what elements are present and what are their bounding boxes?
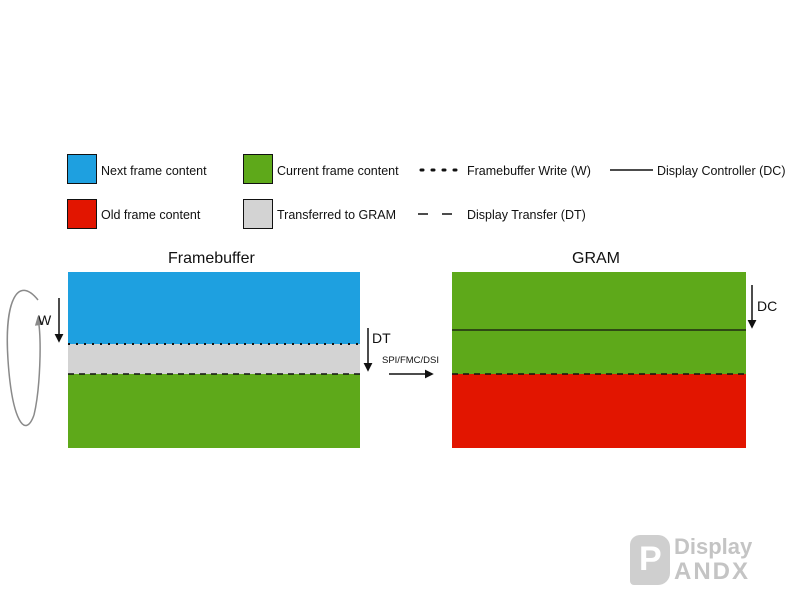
controller-label: DC	[757, 298, 778, 314]
legend-current-frame-swatch	[243, 154, 273, 184]
framebuffer-title: Framebuffer	[168, 250, 255, 267]
legend-display-transfer-label: Display Transfer (DT)	[467, 208, 586, 222]
watermark-text-top: Display	[674, 534, 753, 559]
framebuffer-current-frame-region	[68, 374, 360, 448]
legend-transferred-swatch	[243, 199, 273, 229]
legend-old-frame-label: Old frame content	[101, 208, 201, 222]
transfer-label: DT	[372, 330, 391, 346]
gram-current-frame-lower-region	[452, 330, 746, 374]
write-label: W	[38, 312, 52, 328]
watermark-text-bottom: ANDX	[674, 558, 751, 585]
legend-next-frame-label: Next frame content	[101, 164, 207, 178]
legend-current-frame-label: Current frame content	[277, 164, 399, 178]
gram-current-frame-upper-region	[452, 272, 746, 330]
watermark-logo-icon: P	[630, 535, 670, 585]
watermark-logo: P Display ANDX	[630, 535, 790, 587]
gram-title: GRAM	[572, 250, 620, 267]
legend-display-controller-label: Display Controller (DC)	[657, 164, 786, 178]
legend-old-frame-swatch	[67, 199, 97, 229]
rotation-loop-back	[33, 316, 44, 416]
framebuffer-next-frame-region	[68, 272, 360, 344]
rotation-loop	[6, 289, 39, 427]
legend-transferred-label: Transferred to GRAM	[277, 208, 397, 222]
watermark-logo-glyph: P	[639, 540, 662, 578]
legend-next-frame-swatch	[67, 154, 97, 184]
legend-framebuffer-write-label: Framebuffer Write (W)	[467, 164, 591, 178]
gram-old-frame-region	[452, 374, 746, 448]
framebuffer-transferred-region	[68, 344, 360, 374]
interface-label: SPI/FMC/DSI	[382, 355, 440, 366]
